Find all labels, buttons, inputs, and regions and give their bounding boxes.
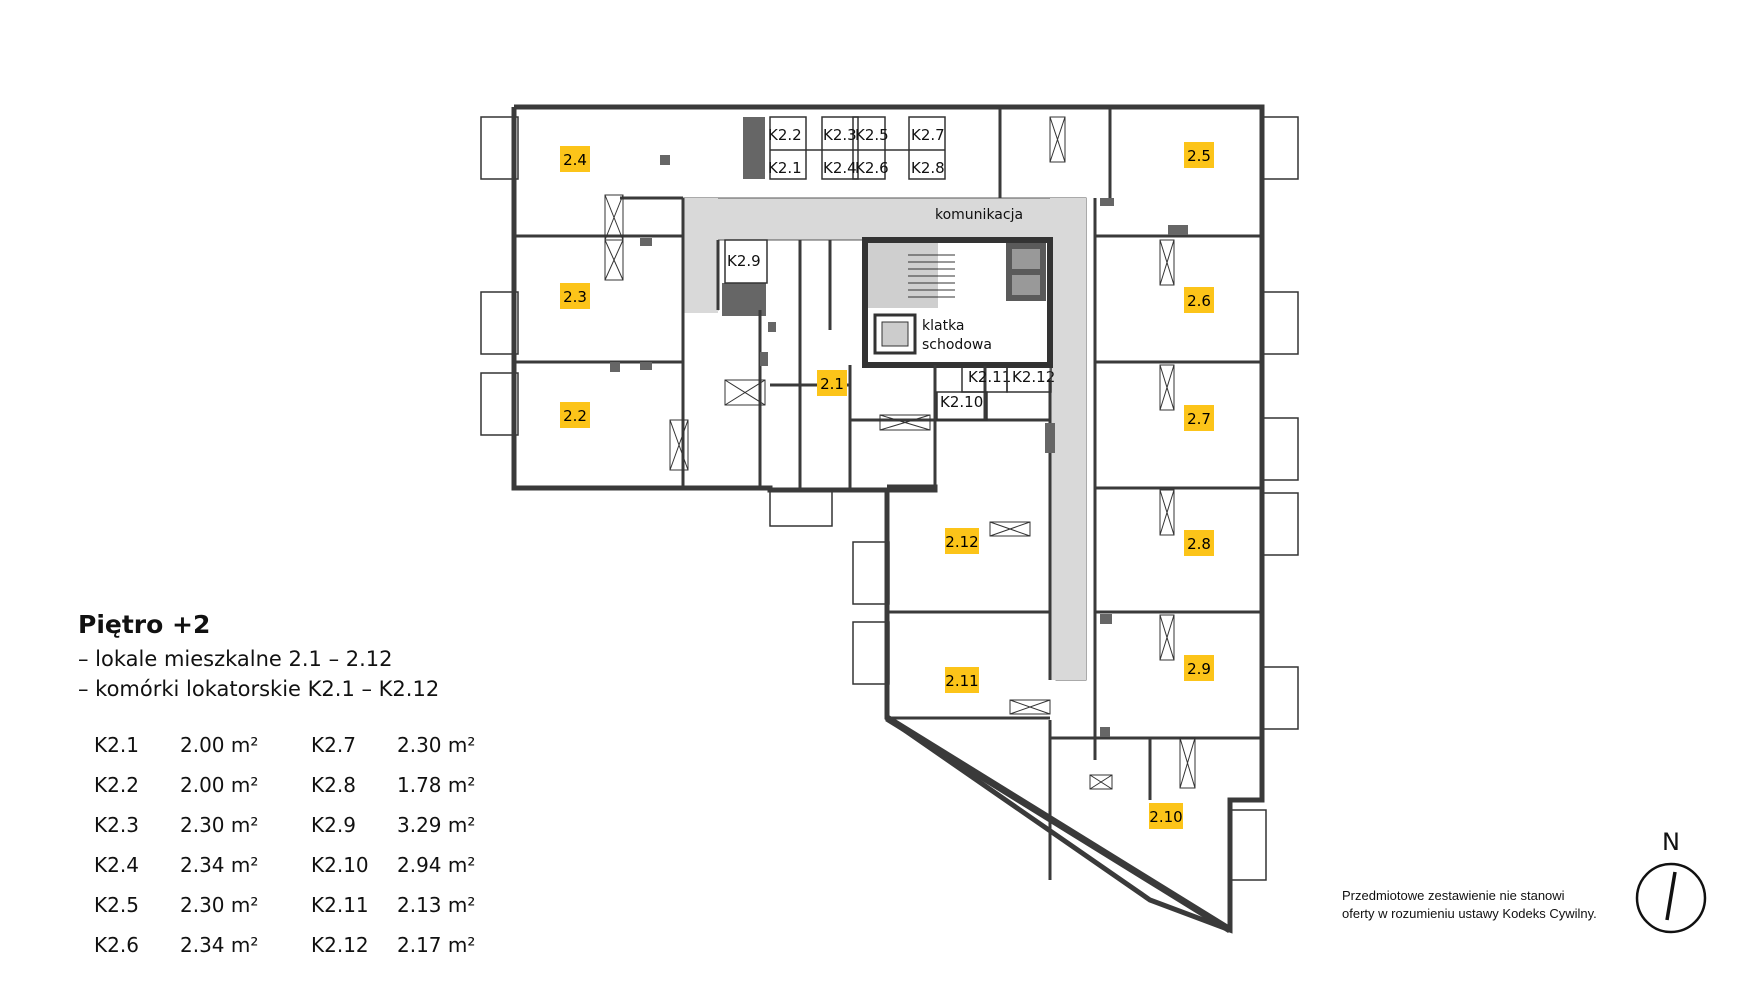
apartment-label-2-7[interactable]: 2.7	[1184, 405, 1214, 431]
apartment-label-2-12[interactable]: 2.12	[945, 528, 979, 554]
disclaimer-line-1: Przedmiotowe zestawienie nie stanowi	[1342, 888, 1565, 903]
storage-area: 2.34 m²	[180, 853, 259, 877]
storage-code-k2-4: K2.4	[823, 159, 857, 177]
svg-text:2.11: 2.11	[945, 672, 978, 690]
apartment-label-2-8[interactable]: 2.8	[1184, 530, 1214, 556]
storage-range: – komórki lokatorskie K2.1 – K2.12	[78, 677, 440, 701]
apartment-label-2-9[interactable]: 2.9	[1184, 655, 1214, 681]
storage-code: K2.3	[94, 813, 139, 837]
apartment-label-2-1[interactable]: 2.1	[817, 370, 847, 396]
storage-code: K2.12	[311, 933, 369, 957]
storage-area: 2.00 m²	[180, 733, 259, 757]
storage-code: K2.8	[311, 773, 356, 797]
storage-code: K2.6	[94, 933, 139, 957]
svg-text:2.10: 2.10	[1149, 808, 1182, 826]
svg-text:2.2: 2.2	[563, 407, 587, 425]
storage-code: K2.4	[94, 853, 139, 877]
storage-code-k2-7: K2.7	[911, 126, 945, 144]
svg-text:2.6: 2.6	[1187, 292, 1211, 310]
storage-code: K2.1	[94, 733, 139, 757]
stairwell-label-1: klatka	[922, 318, 965, 334]
storage-area: 2.30 m²	[180, 893, 259, 917]
storage-code: K2.9	[311, 813, 356, 837]
svg-text:2.8: 2.8	[1187, 535, 1211, 553]
apartment-label-2-3[interactable]: 2.3	[560, 283, 590, 309]
residential-range: – lokale mieszkalne 2.1 – 2.12	[78, 647, 393, 671]
apartment-label-2-6[interactable]: 2.6	[1184, 287, 1214, 313]
apartment-label-2-4[interactable]: 2.4	[560, 146, 590, 172]
corridor-west-arm	[683, 198, 718, 313]
storage-code-k2-8: K2.8	[911, 159, 945, 177]
corridor-east-arm	[1050, 198, 1086, 680]
disclaimer: Przedmiotowe zestawienie nie stanowi ofe…	[1342, 887, 1642, 923]
storage-code-k2-11: K2.11	[968, 368, 1011, 386]
stair-treads	[908, 254, 955, 298]
storage-code: K2.10	[311, 853, 369, 877]
north-arrow: N	[1634, 828, 1708, 938]
floor-legend: Piętro +2 – lokale mieszkalne 2.1 – 2.12…	[78, 610, 498, 707]
storage-code-k2-2: K2.2	[768, 126, 802, 144]
north-letter: N	[1662, 828, 1680, 856]
compass-icon	[1635, 862, 1707, 934]
storage-code: K2.11	[311, 893, 369, 917]
svg-text:2.9: 2.9	[1187, 660, 1211, 678]
svg-text:2.3: 2.3	[563, 288, 587, 306]
stairwell-label-2: schodowa	[922, 337, 992, 353]
apartment-label-2-10[interactable]: 2.10	[1149, 803, 1183, 829]
svg-text:2.1: 2.1	[820, 375, 844, 393]
svg-text:2.12: 2.12	[945, 533, 978, 551]
disclaimer-line-2: oferty w rozumieniu ustawy Kodeks Cywiln…	[1342, 906, 1597, 921]
plan-text: komunikacja klatka schodowa K2.2 K2.1 K2…	[727, 126, 1055, 411]
storage-code-k2-5: K2.5	[855, 126, 889, 144]
storage-block-top	[769, 116, 946, 180]
storage-code: K2.5	[94, 893, 139, 917]
storage-area: 3.29 m²	[397, 813, 476, 837]
svg-text:2.4: 2.4	[563, 151, 587, 169]
storage-area: 2.13 m²	[397, 893, 476, 917]
storage-area: 2.34 m²	[180, 933, 259, 957]
ducts	[610, 155, 1188, 737]
storage-area: 2.00 m²	[180, 773, 259, 797]
storage-area: 2.30 m²	[397, 733, 476, 757]
storage-code: K2.7	[311, 733, 356, 757]
apartment-labels: 2.1 2.2 2.3 2.4 2.5 2.6 2.7 2.8 2.9 2.10…	[560, 142, 1214, 829]
apartment-label-2-5[interactable]: 2.5	[1184, 142, 1214, 168]
shaft	[743, 117, 765, 179]
floor-title: Piętro +2	[78, 610, 211, 639]
storage-area: 2.30 m²	[180, 813, 259, 837]
storage-area: 2.94 m²	[397, 853, 476, 877]
storage-code-k2-10: K2.10	[940, 393, 983, 411]
apartment-label-2-2[interactable]: 2.2	[560, 402, 590, 428]
closets	[604, 116, 1196, 790]
storage-area: 2.17 m²	[397, 933, 476, 957]
storage-code-k2-6: K2.6	[855, 159, 889, 177]
storage-code-k2-12: K2.12	[1012, 368, 1055, 386]
svg-text:2.7: 2.7	[1187, 410, 1211, 428]
svg-text:2.5: 2.5	[1187, 147, 1211, 165]
apartment-label-2-11[interactable]: 2.11	[945, 667, 979, 693]
storage-area: 1.78 m²	[397, 773, 476, 797]
storage-code: K2.2	[94, 773, 139, 797]
storage-code-k2-1: K2.1	[768, 159, 802, 177]
stair-core	[862, 237, 1053, 368]
storage-code-k2-3: K2.3	[823, 126, 857, 144]
corridor-label: komunikacja	[935, 207, 1023, 223]
storage-code-k2-9: K2.9	[727, 252, 761, 270]
